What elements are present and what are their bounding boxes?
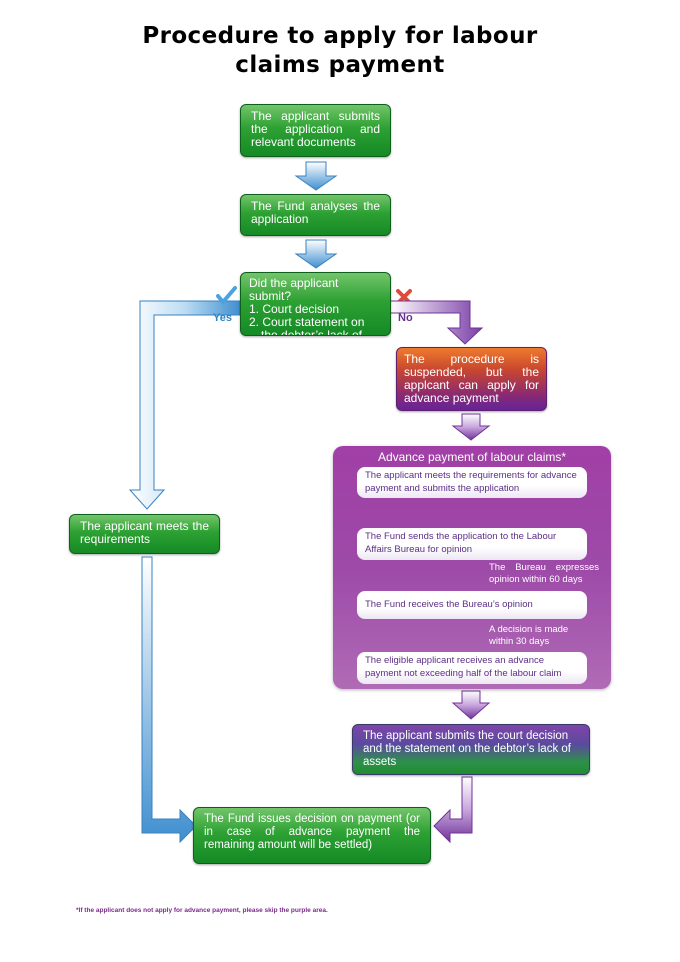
advance-step-3-text: The Fund receives the Bureau’s opinion — [365, 599, 533, 610]
step-suspended-text: The procedure is suspended, but the appl… — [404, 352, 539, 405]
question-title: Did the applicant submit? — [249, 276, 339, 303]
step-procedure-suspended: The procedure is suspended, but the appl… — [396, 347, 547, 411]
advance-step-2: The Fund sends the application to the La… — [357, 528, 587, 560]
question-item-2: 2. Court statement on the debtor’s lack … — [249, 315, 365, 336]
arrow-analyse-to-question — [294, 239, 338, 269]
step-submit-application: The applicant submits the application an… — [240, 104, 391, 157]
advance-step-3: The Fund receives the Bureau’s opinion — [357, 591, 587, 619]
advance-note-60-days: The Bureau expresses opinion within 60 d… — [489, 562, 599, 586]
arrow-submit-to-analyse — [294, 161, 338, 191]
label-yes: Yes — [213, 312, 232, 324]
advance-step-4-text: The eligible applicant receives an advan… — [365, 655, 562, 679]
label-no: No — [398, 312, 413, 324]
footnote: *If the applicant does not apply for adv… — [76, 907, 328, 914]
arrow-suspended-to-advance — [451, 413, 491, 441]
step-question: Did the applicant submit? 1. Court decis… — [240, 272, 391, 336]
step-fund-analyses: The Fund analyses the application — [240, 194, 391, 236]
arrow-no-path — [389, 300, 484, 345]
step-submit-text: The applicant submits the application an… — [251, 109, 380, 149]
advance-payment-panel: Advance payment of labour claims* The ap… — [333, 446, 611, 689]
check-icon — [216, 286, 237, 306]
step-applicant-meets: The applicant meets the requirements — [69, 514, 220, 554]
arrow-yes-path — [128, 300, 241, 510]
advance-panel-title: Advance payment of labour claims* — [377, 450, 567, 464]
step-fund-issues-decision: The Fund issues decision on payment (or … — [193, 807, 431, 864]
advance-note-30-days: A decision is made within 30 days — [489, 624, 589, 648]
step-court-text: The applicant submits the court decision… — [363, 730, 571, 768]
title-line-2: claims payment — [235, 52, 445, 78]
step-analyse-text: The Fund analyses the application — [251, 199, 380, 226]
arrow-court-to-decision — [433, 776, 473, 844]
question-item-1: 1. Court decision — [249, 302, 340, 316]
advance-step-2-text: The Fund sends the application to the La… — [365, 531, 557, 555]
arrow-meets-to-decision — [141, 556, 197, 844]
advance-step-1-text: The applicant meets the requirements for… — [365, 470, 577, 494]
advance-note-1-text: The Bureau expresses opinion within 60 d… — [489, 562, 599, 585]
title-line-1: Procedure to apply for labour — [142, 23, 538, 49]
step-meets-text: The applicant meets the requirements — [80, 519, 209, 546]
step-submits-court-decision: The applicant submits the court decision… — [352, 724, 590, 775]
arrow-advance-to-court — [451, 690, 491, 720]
step-decision-text: The Fund issues decision on payment (or … — [204, 813, 420, 851]
page-title: Procedure to apply for labour claims pay… — [60, 22, 620, 80]
advance-step-4: The eligible applicant receives an advan… — [357, 652, 587, 684]
advance-note-2-text: A decision is made within 30 days — [489, 624, 569, 647]
advance-step-1: The applicant meets the requirements for… — [357, 467, 587, 498]
